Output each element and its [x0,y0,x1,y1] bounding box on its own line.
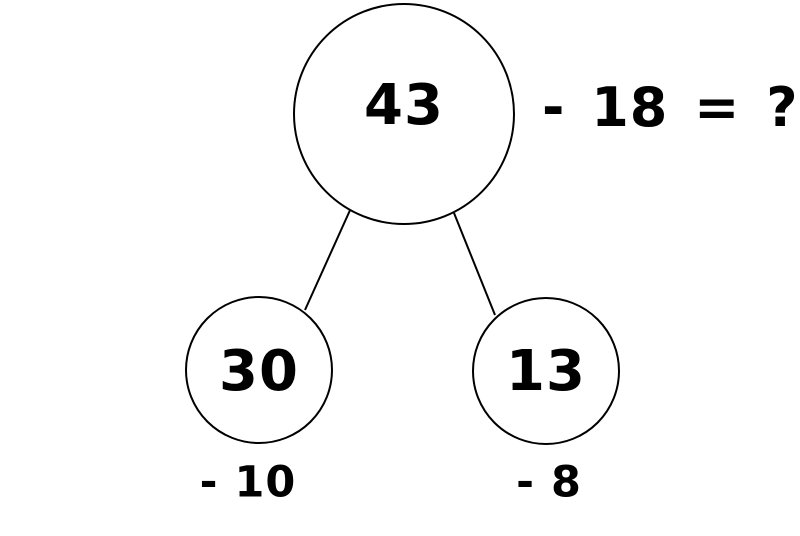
subtraction-expression: - 18 = ? [542,76,799,139]
root-circle [293,3,515,225]
left-child-subtraction-label: - 10 [199,457,297,508]
right-child-circle [472,297,620,445]
right-child-subtraction-label: - 8 [516,457,582,508]
left-child-value: 30 [219,339,299,404]
branch-line-right [453,212,496,316]
right-child-value: 13 [506,339,586,404]
branch-line-left [304,207,352,311]
left-child-circle [185,296,333,444]
root-value: 43 [364,73,444,138]
